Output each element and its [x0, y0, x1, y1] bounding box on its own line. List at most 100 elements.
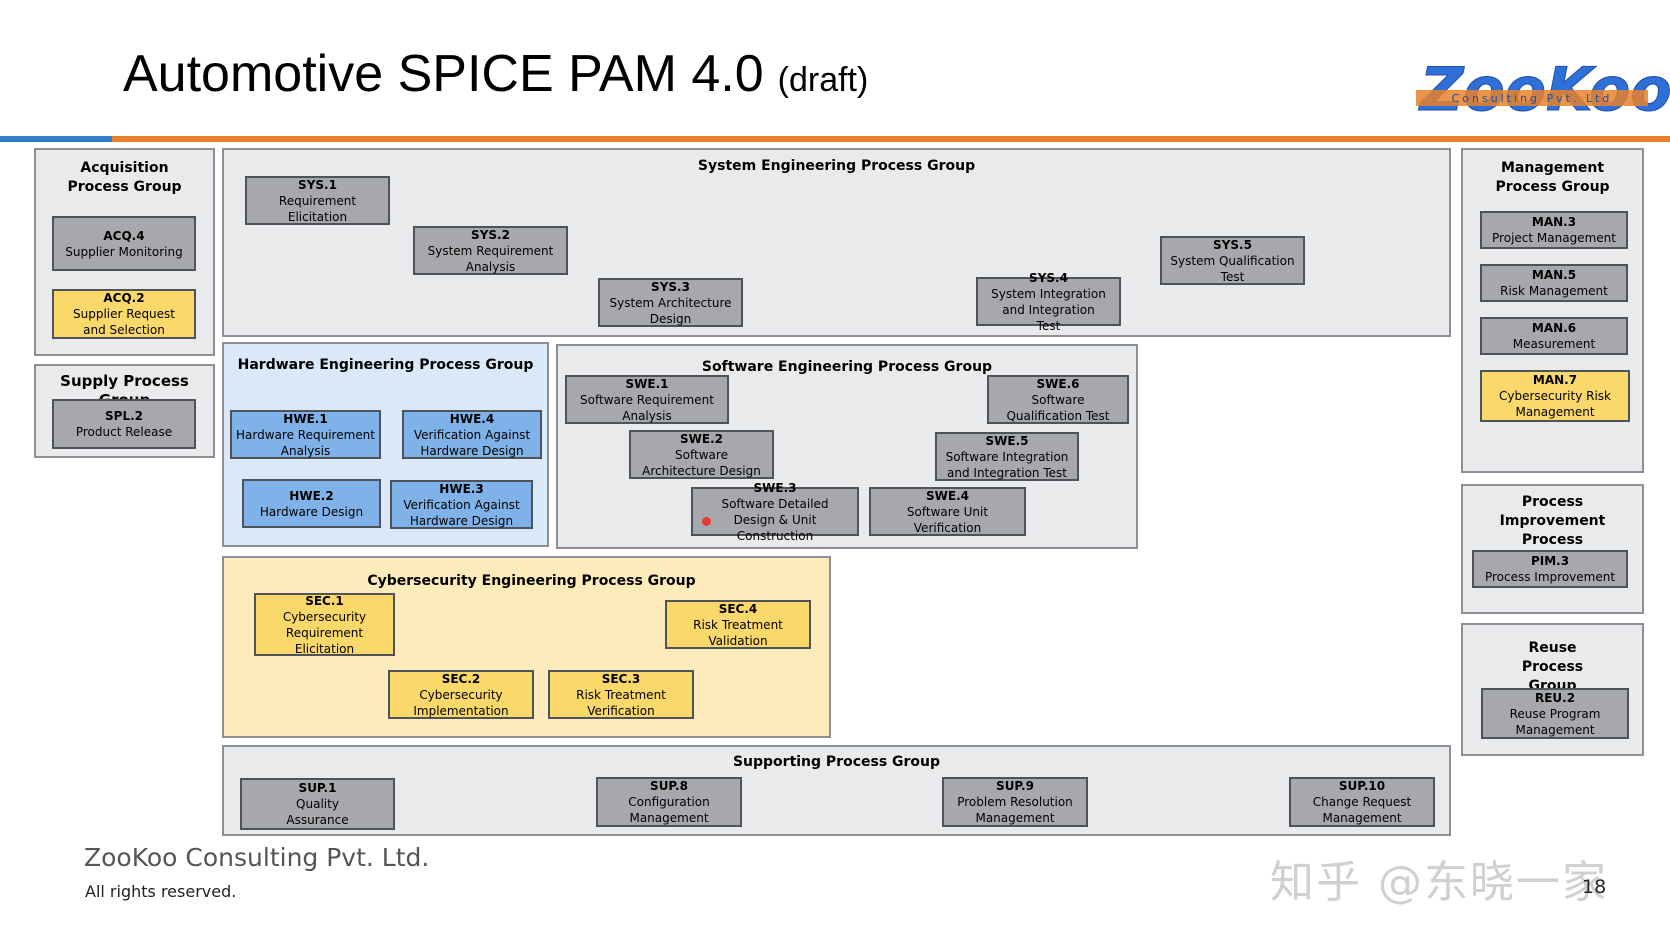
process-id: MAN.5	[1531, 268, 1577, 282]
slide-title-main: Automotive SPICE PAM 4.0	[123, 45, 764, 103]
process-name: Cybersecurity Requirement Elicitation	[282, 609, 367, 656]
process-man3[interactable]: MAN.3 Project Management	[1480, 211, 1628, 249]
process-sec4[interactable]: SEC.4 Risk Treatment Validation	[665, 600, 811, 649]
process-sup9[interactable]: SUP.9 Problem Resolution Management	[942, 777, 1088, 827]
process-name: System Requirement Analysis	[427, 243, 554, 274]
process-id: HWE.3	[439, 481, 484, 496]
header-rule	[0, 136, 1670, 142]
process-sec3[interactable]: SEC.3 Risk Treatment Verification	[548, 670, 694, 719]
system-engineering-process-group: System Engineering Process Group SYS.1 R…	[222, 148, 1451, 337]
process-id: SWE.1	[625, 376, 669, 391]
process-name: Software Unit Verification	[906, 504, 989, 535]
process-name: Cybersecurity Risk Management	[1498, 389, 1611, 419]
process-id: HWE.1	[283, 411, 328, 426]
process-hwe2[interactable]: HWE.2 Hardware Design	[242, 479, 381, 528]
process-swe2[interactable]: SWE.2 Software Architecture Design	[629, 430, 774, 479]
process-sys4[interactable]: SYS.4 System Integration and Integration…	[976, 271, 1121, 333]
process-id: SEC.1	[305, 593, 344, 608]
process-sec1[interactable]: SEC.1 Cybersecurity Requirement Elicitat…	[254, 593, 395, 656]
process-man5[interactable]: MAN.5 Risk Management	[1480, 264, 1628, 302]
process-id: SYS.5	[1213, 237, 1252, 252]
process-man6[interactable]: MAN.6 Measurement	[1480, 317, 1628, 355]
process-name: Problem Resolution Management	[957, 795, 1073, 825]
process-reu2[interactable]: REU.2 Reuse Program Management	[1481, 688, 1629, 739]
process-name: Verification Against Hardware Design	[403, 497, 520, 528]
process-name: Risk Treatment Validation	[693, 617, 783, 648]
process-id: SYS.1	[298, 177, 337, 192]
process-id: SEC.3	[601, 671, 641, 686]
process-name: Reuse Program Management	[1509, 706, 1601, 737]
process-id: MAN.3	[1531, 215, 1577, 229]
process-sys2[interactable]: SYS.2 System Requirement Analysis	[413, 226, 568, 275]
group-title: Management Process Group	[1495, 160, 1610, 195]
group-title: Hardware Engineering Process Group	[237, 357, 534, 373]
process-sys3[interactable]: SYS.3 System Architecture Design	[598, 278, 743, 327]
process-swe3[interactable]: SWE.3 Software Detailed Design & Unit Co…	[691, 481, 859, 543]
process-pim3[interactable]: PIM.3 Process Improvement	[1472, 550, 1628, 588]
process-name: Quality Assurance	[286, 797, 349, 827]
process-name: Change Request Management	[1312, 795, 1412, 825]
process-name: Configuration Management	[628, 795, 710, 825]
process-name: Hardware Design	[259, 504, 364, 519]
process-improvement-process-group: Process Improvement Process Group PIM.3 …	[1461, 484, 1644, 614]
process-sec2[interactable]: SEC.2 Cybersecurity Implementation	[388, 670, 534, 719]
reuse-process-group: Reuse Process Group REU.2 Reuse Program …	[1461, 623, 1644, 756]
process-id: SWE.5	[985, 433, 1029, 448]
process-swe1[interactable]: SWE.1 Software Requirement Analysis	[565, 375, 729, 424]
process-name: Software Detailed Design & Unit Construc…	[721, 496, 829, 543]
process-spl2[interactable]: SPL.2 Product Release	[52, 399, 196, 449]
process-name: Hardware Requirement Analysis	[236, 427, 375, 458]
process-id: SWE.2	[680, 431, 723, 446]
page-number: 18	[1582, 876, 1607, 898]
process-name: Supplier Request and Selection	[73, 307, 175, 337]
process-sup10[interactable]: SUP.10 Change Request Management	[1289, 777, 1435, 827]
process-id: HWE.4	[449, 411, 495, 426]
supply-process-group: Supply Process Group SPL.2 Product Relea…	[34, 364, 215, 458]
process-id: PIM.3	[1530, 554, 1570, 568]
management-process-group: Management Process Group MAN.3 Project M…	[1461, 148, 1644, 473]
process-acq2[interactable]: ACQ.2 Supplier Request and Selection	[52, 289, 196, 339]
slide-title: Automotive SPICE PAM 4.0 (draft)	[123, 44, 868, 104]
process-id: ACQ.2	[103, 291, 145, 305]
process-name: Software Qualification Test	[1006, 392, 1110, 423]
process-id: SUP.10	[1338, 779, 1386, 793]
software-engineering-process-group: Software Engineering Process Group SWE.1…	[556, 344, 1138, 549]
process-acq4[interactable]: ACQ.4 Supplier Monitoring	[52, 216, 196, 271]
process-man7[interactable]: MAN.7 Cybersecurity Risk Management	[1480, 370, 1630, 422]
group-title: Software Engineering Process Group	[701, 359, 993, 375]
process-swe4[interactable]: SWE.4 Software Unit Verification	[869, 487, 1026, 536]
process-sys1[interactable]: SYS.1 Requirement Elicitation	[245, 176, 390, 225]
process-sup1[interactable]: SUP.1 Quality Assurance	[240, 778, 395, 830]
process-id: SUP.9	[996, 779, 1034, 793]
slide-title-suffix: (draft)	[777, 61, 869, 99]
process-hwe4[interactable]: HWE.4 Verification Against Hardware Desi…	[402, 410, 542, 459]
process-name: Requirement Elicitation	[278, 193, 357, 224]
process-swe5[interactable]: SWE.5 Software Integration and Integrati…	[935, 432, 1079, 481]
process-id: MAN.7	[1532, 373, 1578, 387]
process-name: Risk Treatment Verification	[576, 687, 666, 718]
process-id: SEC.4	[718, 601, 758, 616]
acquisition-process-group: Acquisition Process Group ACQ.4 Supplier…	[34, 148, 215, 356]
process-name: Software Integration and Integration Tes…	[945, 449, 1069, 480]
process-id: SUP.1	[298, 781, 337, 795]
process-id: SWE.6	[1036, 376, 1080, 391]
zookoo-logo: ZooKoo Consulting Pvt. Ltd	[1412, 40, 1670, 130]
process-name: Software Requirement Analysis	[580, 392, 714, 423]
process-sup8[interactable]: SUP.8 Configuration Management	[596, 777, 742, 827]
process-hwe1[interactable]: HWE.1 Hardware Requirement Analysis	[230, 410, 381, 459]
process-id: ACQ.4	[103, 228, 145, 243]
process-name: Project Management	[1492, 231, 1616, 245]
process-sys5[interactable]: SYS.5 System Qualification Test	[1160, 236, 1305, 285]
process-name: Verification Against Hardware Design	[413, 427, 531, 458]
process-id: SYS.3	[651, 279, 690, 294]
supporting-process-group: Supporting Process Group SUP.1 Quality A…	[222, 745, 1451, 836]
group-title: System Engineering Process Group	[697, 158, 976, 174]
process-name: Process Improvement	[1484, 570, 1616, 584]
process-id: MAN.6	[1531, 321, 1577, 335]
group-title: Cybersecurity Engineering Process Group	[367, 573, 696, 589]
process-hwe3[interactable]: HWE.3 Verification Against Hardware Desi…	[390, 480, 533, 529]
footer-company: ZooKoo Consulting Pvt. Ltd.	[84, 843, 430, 872]
process-id: SPL.2	[105, 409, 143, 423]
process-swe6[interactable]: SWE.6 Software Qualification Test	[987, 375, 1129, 424]
process-id: HWE.2	[289, 488, 334, 503]
